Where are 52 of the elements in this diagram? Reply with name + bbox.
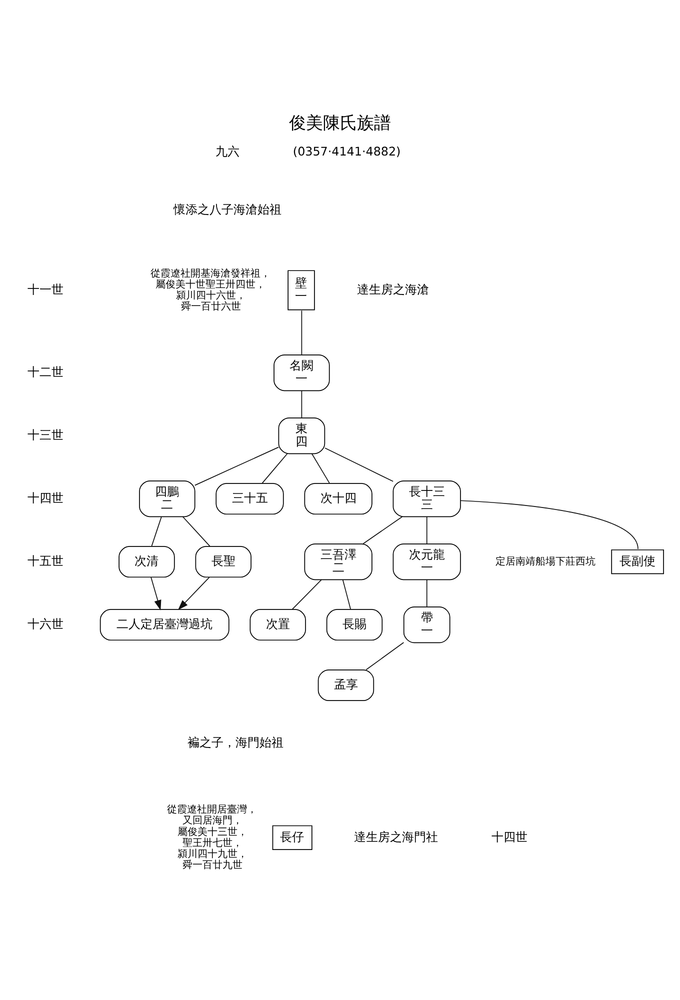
arrow bbox=[150, 576, 162, 610]
node-box: 長十三 三 bbox=[392, 480, 461, 517]
node-box: 壁 一 bbox=[288, 270, 315, 310]
connector bbox=[426, 516, 428, 544]
node-box: 次元龍 一 bbox=[392, 543, 461, 580]
label: 十四世 bbox=[491, 829, 528, 844]
label: 十三世 bbox=[27, 427, 64, 442]
node-box: 長賜 bbox=[326, 608, 383, 640]
label: 懷添之八子海滄始祖 bbox=[174, 202, 282, 216]
connector bbox=[194, 446, 279, 486]
node-label: 從霞遼社開基海滄發祥祖，屬俊美十世聖王卅四世，潁川四十六世，舜一百廿六世 bbox=[150, 268, 271, 312]
node-box: 次置 bbox=[250, 608, 306, 640]
node-box: 孟享 bbox=[318, 669, 374, 700]
node-box: 長聖 bbox=[195, 546, 252, 578]
connector bbox=[182, 516, 210, 546]
node-box: 次清 bbox=[118, 546, 175, 578]
connector bbox=[362, 516, 403, 544]
node-label: 定居南靖船場下莊西坑 bbox=[495, 556, 596, 567]
connector bbox=[342, 578, 352, 610]
node-box: 名闕 一 bbox=[274, 354, 330, 391]
label: 達生房之海滄 bbox=[356, 282, 429, 296]
diagram-title: 俊美陳氏族譜 bbox=[289, 112, 391, 133]
label: 十二世 bbox=[27, 364, 64, 378]
connector bbox=[301, 390, 302, 418]
connector bbox=[460, 500, 638, 549]
label: 褊之子，海門始祖 bbox=[187, 734, 284, 749]
connector bbox=[426, 578, 428, 607]
node-box: 次十四 bbox=[304, 482, 372, 514]
connector bbox=[324, 447, 394, 482]
label: 十一世 bbox=[27, 282, 64, 296]
label: 達生房之海門社 bbox=[354, 829, 438, 844]
connector bbox=[301, 310, 302, 355]
label: (0357·4141·4882) bbox=[292, 144, 401, 158]
node-box: 東 四 bbox=[278, 417, 326, 454]
connector bbox=[366, 642, 404, 670]
node-box: 四鵬 二 bbox=[139, 480, 196, 517]
node-box: 長仔 bbox=[272, 824, 312, 850]
connector bbox=[311, 452, 330, 484]
node-box: 三十五 bbox=[216, 482, 284, 514]
label: 十五世 bbox=[27, 553, 64, 568]
connector bbox=[262, 452, 288, 484]
node-box: 帶 一 bbox=[403, 606, 450, 643]
connector bbox=[292, 578, 322, 610]
node-box: 長副使 bbox=[611, 548, 664, 574]
node-label: 從霞遼社開居臺灣，又回居海門，屬俊美十三世，聖王卅七世，潁川四十九世，舜一百廿九世 bbox=[167, 804, 258, 870]
arrow bbox=[178, 576, 210, 610]
connector bbox=[151, 516, 162, 546]
label: 十六世 bbox=[27, 616, 64, 630]
label: 九六 bbox=[216, 144, 240, 158]
node-box: 二人定居臺灣過坑 bbox=[100, 608, 230, 640]
label: 十四世 bbox=[27, 490, 64, 504]
node-box: 三吾澤 二 bbox=[304, 543, 372, 580]
